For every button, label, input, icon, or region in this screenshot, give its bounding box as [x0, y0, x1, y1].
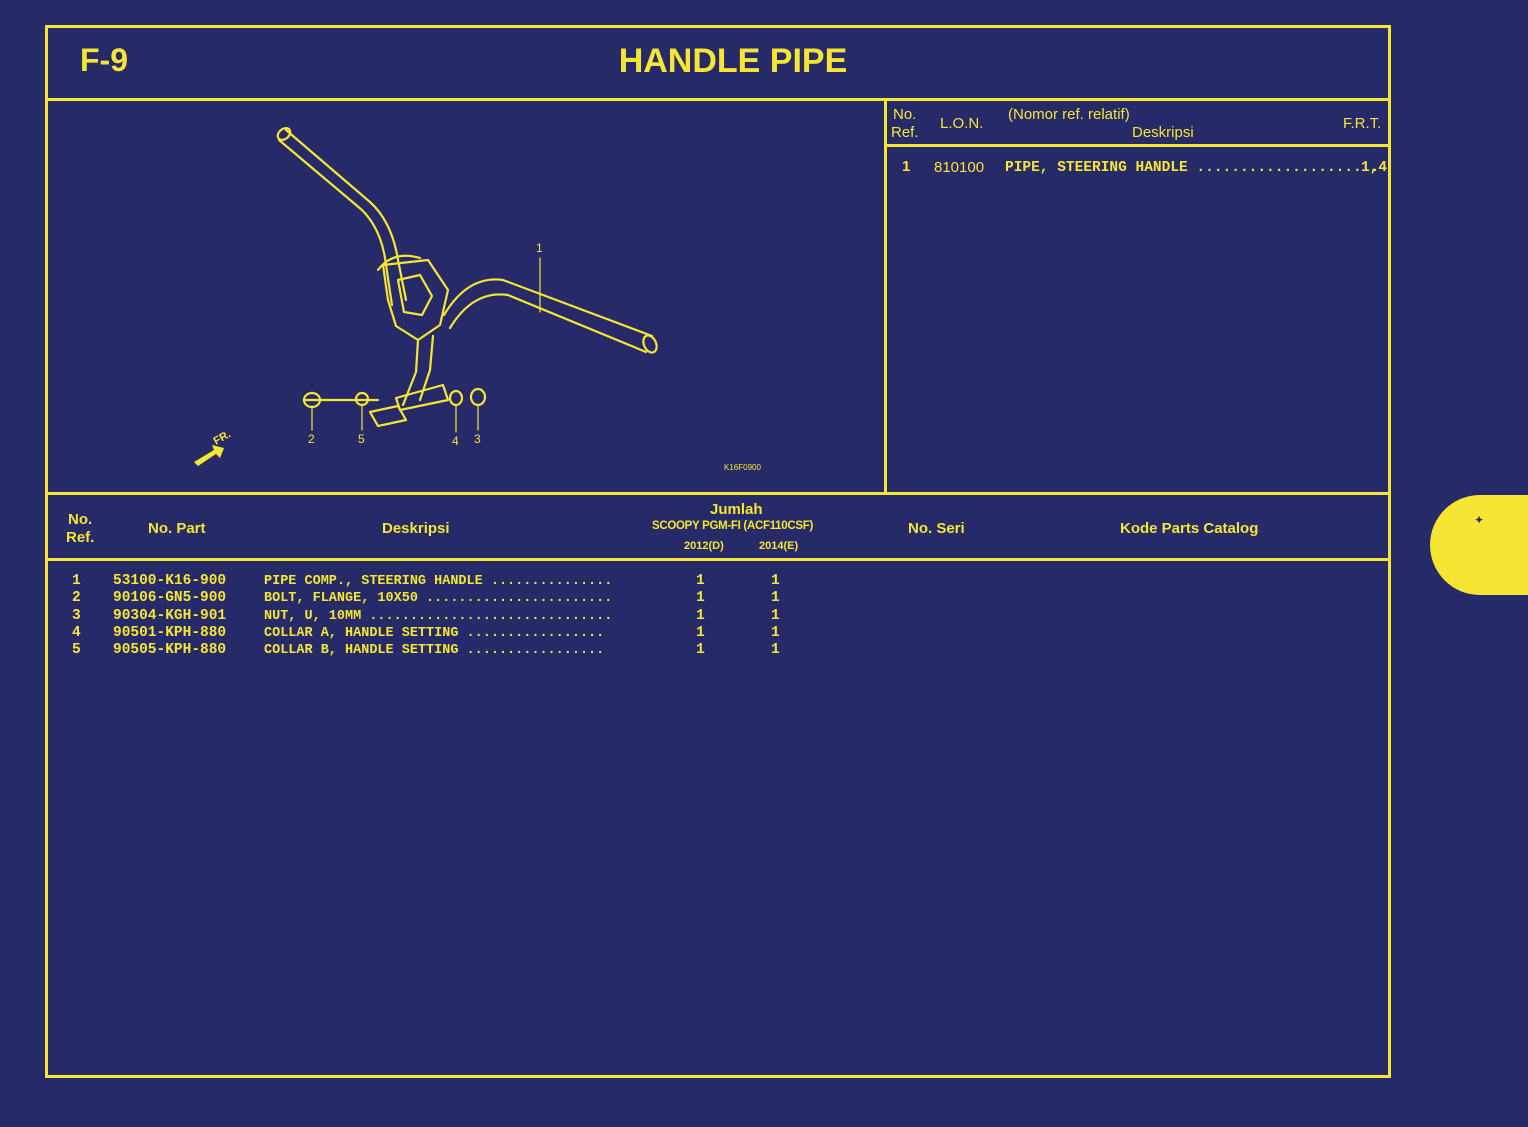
parts-row-part: 90106-GN5-900 [113, 590, 227, 606]
parts-row-part: 90501-KPH-880 [113, 625, 227, 641]
parts-header-year2: 2014(E) [759, 540, 799, 552]
parts-row-q1: 1 [696, 642, 705, 658]
parts-row-q1: 1 [696, 608, 705, 624]
parts-row-desc: COLLAR B, HANDLE SETTING ...............… [264, 643, 605, 658]
bird-icon: ✦ [1474, 513, 1485, 527]
parts-row-ref: 3 [72, 608, 81, 624]
diagram-divider [884, 98, 887, 495]
parts-header-divider [48, 558, 1388, 561]
callout-4: 4 [452, 434, 459, 448]
parts-header-no-part: No. Part [148, 520, 206, 537]
callout-5: 5 [358, 432, 365, 446]
parts-row-ref: 5 [72, 642, 81, 658]
drawing-code: K16F0900 [724, 463, 761, 472]
parts-header-model: SCOOPY PGM-FI (ACF110CSF) [652, 520, 813, 532]
page-title: HANDLE PIPE [618, 42, 848, 80]
parts-row-ref: 4 [72, 625, 81, 641]
callout-1: 1 [536, 241, 543, 255]
parts-row-ref: 2 [72, 590, 81, 606]
parts-row-part: 90304-KGH-901 [113, 608, 227, 624]
parts-row-q2: 1 [771, 642, 780, 658]
parts-header-desc: Deskripsi [382, 520, 450, 537]
ref-header-no: No. [893, 106, 917, 123]
ref-header-divider [884, 144, 1388, 147]
parts-header-ref: Ref. [66, 529, 95, 546]
catalog-page-frame: F-9 HANDLE PIPE [45, 25, 1391, 1078]
ref-header-desc: Deskripsi [1132, 124, 1194, 141]
side-tab[interactable]: ✦ [1430, 495, 1528, 595]
parts-row-q2: 1 [771, 590, 780, 606]
ref-header-lon: L.O.N. [940, 115, 984, 132]
ref-header-ref: Ref. [891, 124, 919, 141]
parts-header-jumlah: Jumlah [710, 501, 763, 518]
parts-row-q1: 1 [696, 625, 705, 641]
ref-row-ref: 1 [902, 158, 911, 175]
parts-row-part: 53100-K16-900 [113, 573, 227, 589]
callout-2: 2 [308, 432, 315, 446]
parts-row-desc: BOLT, FLANGE, 10X50 ....................… [264, 591, 613, 606]
front-arrow-icon [194, 445, 224, 466]
parts-row-q2: 1 [771, 625, 780, 641]
parts-row-desc: PIPE COMP., STEERING HANDLE ............… [264, 574, 613, 589]
section-code: F-9 [80, 42, 128, 78]
parts-row-q2: 1 [771, 608, 780, 624]
front-marker-label: FR. [212, 428, 233, 447]
parts-row-q1: 1 [696, 590, 705, 606]
header-divider [48, 98, 1388, 101]
parts-row-desc: COLLAR A, HANDLE SETTING ...............… [264, 626, 605, 641]
parts-header-no: No. [68, 511, 93, 528]
ref-row-lon: 810100 [934, 159, 985, 176]
ref-header-frt: F.R.T. [1343, 115, 1382, 132]
parts-row-q1: 1 [696, 573, 705, 589]
exploded-diagram: 1 2 5 4 3 K16F0900 FR. [48, 100, 885, 492]
parts-header-year1: 2012(D) [684, 540, 724, 552]
parts-row-q2: 1 [771, 573, 780, 589]
parts-row-ref: 1 [72, 573, 81, 589]
ref-row-desc: PIPE, STEERING HANDLE ..................… [1005, 160, 1380, 176]
ref-header-relative: (Nomor ref. relatif) [1008, 106, 1130, 123]
parts-row-part: 90505-KPH-880 [113, 642, 227, 658]
parts-header-no-seri: No. Seri [908, 520, 965, 537]
parts-header-kode: Kode Parts Catalog [1120, 520, 1259, 537]
diagram-bottom-divider [48, 492, 1388, 495]
ref-row-frt: 1,4 [1361, 160, 1388, 176]
callout-3: 3 [474, 432, 481, 446]
parts-row-desc: NUT, U, 10MM ...........................… [264, 609, 613, 624]
handle-pipe-drawing: 1 2 5 4 3 K16F0900 FR. [194, 126, 761, 472]
